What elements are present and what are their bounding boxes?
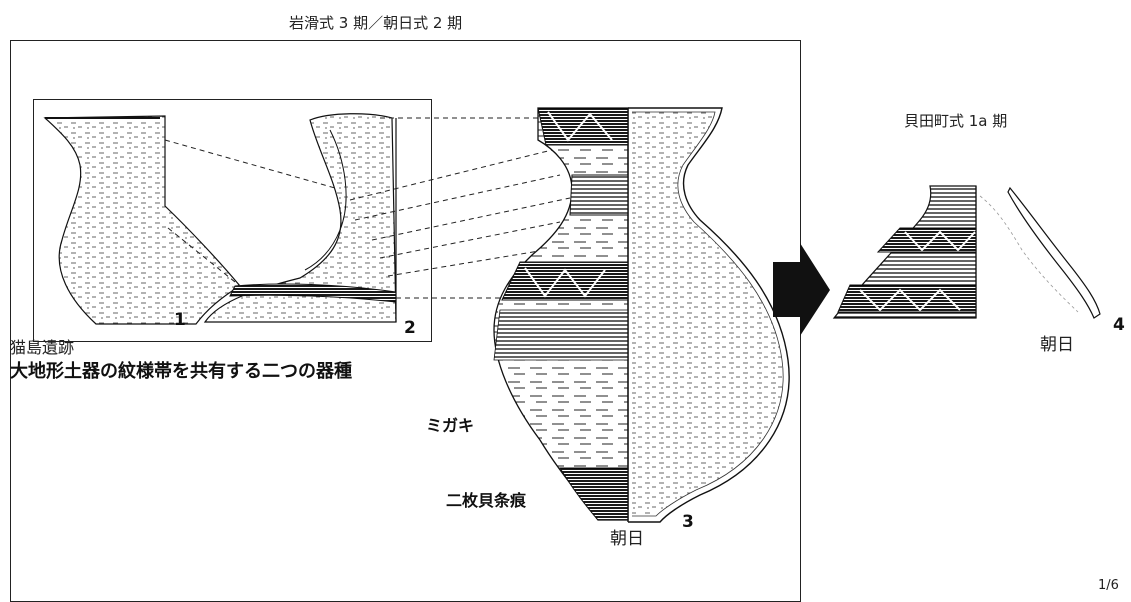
inset-frame (33, 99, 432, 342)
vessel-2-drawing (203, 113, 397, 323)
vessel-1-drawing (43, 115, 241, 325)
label-migaki: ミガキ (426, 416, 475, 435)
site-name-label: 猫島遺跡 (10, 338, 75, 357)
right-title: 貝田町式 1a 期 (904, 112, 1008, 130)
vessel-4-site-label: 朝日 (1040, 335, 1074, 355)
vessel-3-site-label: 朝日 (610, 529, 644, 549)
right-arrow-icon (773, 243, 830, 336)
scale-note: 1/6 (1098, 578, 1119, 593)
label-shell-striation: 二枚貝条痕 (446, 491, 527, 510)
vessel-3-drawing (493, 107, 790, 523)
figure-number-4: 4 (1113, 315, 1125, 335)
inset-caption: 大地形土器の紋様帯を共有する二つの器種 (10, 361, 352, 382)
figure-number-1: 1 (174, 310, 186, 330)
vessel-4-drawing (832, 185, 1101, 319)
main-title: 岩滑式 3 期／朝日式 2 期 (289, 14, 463, 32)
figure-number-2: 2 (404, 318, 416, 338)
figure-number-3: 3 (682, 512, 694, 532)
correspondence-lines (164, 117, 571, 299)
